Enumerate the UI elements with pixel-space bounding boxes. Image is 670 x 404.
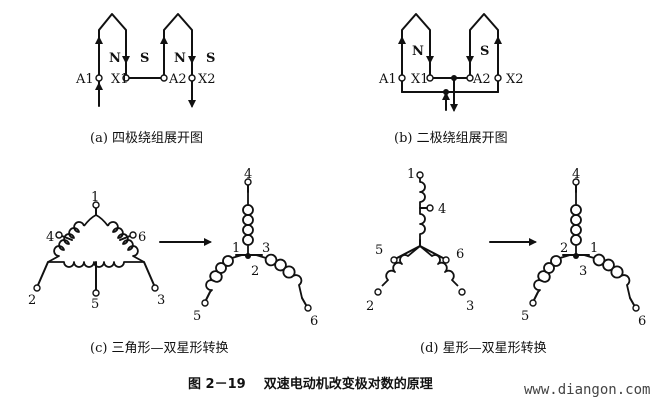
figure-caption: 图 2－19 双速电动机改变极对数的原理: [188, 376, 433, 392]
pole-label: N: [174, 51, 186, 66]
panel-a-four-pole-winding: N S N S A1 X1 A2 X2 (a) 四极绕组展开图: [75, 13, 216, 146]
pole-label: S: [140, 51, 149, 66]
terminal-label: X1: [111, 72, 129, 87]
panel-c-delta-to-double-star: 1 4 6 2 5 3 4 1 3 2 5: [28, 167, 318, 356]
panel-b-caption: (b) 二极绕组展开图: [394, 131, 508, 146]
terminal-label: X1: [411, 72, 429, 87]
terminal-label: 2: [251, 264, 259, 279]
terminal-a2: [466, 74, 474, 82]
terminal-label: 6: [138, 230, 146, 245]
terminal-x2: [494, 74, 502, 82]
terminal-label: 4: [572, 167, 580, 182]
terminal-label: 4: [244, 167, 252, 182]
terminal-label: 1: [91, 190, 99, 205]
terminal-x1: [426, 74, 434, 82]
panel-b-two-pole-winding: N S A1 X1 A2 X2 (b) 二极绕组展开图: [378, 13, 524, 146]
terminal-label: 5: [521, 309, 529, 324]
terminal-label: 1: [590, 241, 598, 256]
pole-label: S: [480, 44, 489, 59]
terminal-label: 1: [232, 241, 240, 256]
terminal-label: A1: [378, 72, 397, 87]
terminal-label: 2: [560, 241, 568, 256]
terminal-label: 3: [262, 241, 270, 256]
pole-label: N: [412, 44, 424, 59]
delta-winding: 1 4 6 2 5 3: [28, 190, 165, 312]
double-star-winding: 4 2 1 3 5 6: [521, 167, 646, 329]
terminal-label: A1: [75, 72, 94, 87]
terminal-label: 3: [157, 293, 165, 308]
terminal-label: 1: [407, 167, 415, 182]
terminal-label: A2: [168, 72, 187, 87]
pole-label: N: [109, 51, 121, 66]
panel-a-caption: (a) 四极绕组展开图: [90, 131, 203, 146]
panel-c-caption: (c) 三角形—双星形转换: [90, 341, 229, 356]
terminal-label: 4: [438, 202, 446, 217]
star-winding: 1 4 5 6 2 3: [366, 167, 474, 314]
terminal-label: 3: [579, 264, 587, 279]
pole-label: S: [206, 51, 215, 66]
terminal-label: 5: [91, 297, 99, 312]
terminal-label: 2: [28, 293, 36, 308]
double-star-winding: 4 1 3 2 5 6: [193, 167, 318, 329]
terminal-x2: [188, 74, 196, 82]
terminal-label: X2: [506, 72, 524, 87]
terminal-label: 5: [193, 309, 201, 324]
terminal-a1: [398, 74, 406, 82]
terminal-label: 6: [638, 314, 646, 329]
terminal-label: 6: [310, 314, 318, 329]
terminal-a1: [95, 74, 103, 82]
watermark: www.diangon.com: [524, 382, 650, 398]
panel-d-star-to-double-star: 1 4 5 6 2 3 4 2 1 3 5: [366, 167, 646, 356]
terminal-a2: [160, 74, 168, 82]
panel-d-caption: (d) 星形—双星形转换: [420, 341, 547, 356]
terminal-label: 3: [466, 299, 474, 314]
terminal-label: 6: [456, 247, 464, 262]
terminal-label: 4: [46, 230, 54, 245]
terminal-label: 5: [375, 243, 383, 258]
terminal-label: X2: [198, 72, 216, 87]
terminal-x1: [122, 74, 130, 82]
terminal-label: 2: [366, 299, 374, 314]
terminal-label: A2: [472, 72, 491, 87]
